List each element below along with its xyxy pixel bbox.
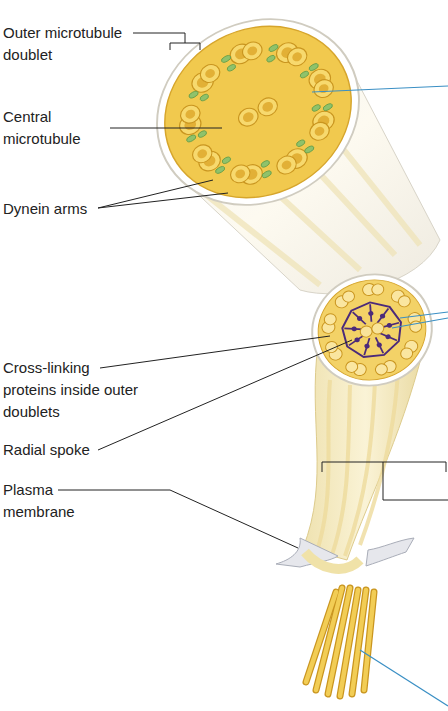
dynein-arm [221, 156, 231, 165]
basal-rods [306, 588, 374, 696]
leader-lines-right [312, 86, 448, 706]
dynein-arm [199, 93, 209, 102]
dynein-arm [186, 134, 197, 143]
spoke-head [354, 337, 360, 343]
label-outer-doublet: Outer microtubule doublet [3, 22, 133, 66]
microtubule [284, 45, 310, 70]
basal-edge [305, 552, 360, 569]
upper-cross-section [124, 0, 392, 240]
spoke-head [364, 343, 370, 349]
microtubule [274, 153, 300, 178]
dynein-arm [188, 90, 199, 99]
segment-bracket [322, 462, 448, 500]
spoke-head [385, 334, 391, 340]
dynein-arm [299, 70, 309, 79]
microtubule [197, 61, 223, 86]
label-central-microtubule: Central microtubule [3, 106, 113, 150]
spoke-head [351, 326, 357, 332]
microtubule [311, 76, 337, 101]
microtubule [323, 312, 337, 326]
radial-spoke [376, 337, 384, 354]
microtubule [371, 283, 385, 297]
label-radial-spoke: Radial spoke [3, 439, 133, 461]
microtubule-lumen [313, 125, 326, 137]
microtubule-lumen [204, 67, 217, 79]
radial-spoke [374, 308, 391, 323]
dynein-arm [214, 165, 225, 174]
spoke-head [376, 342, 382, 348]
dynein-arm [268, 43, 279, 52]
microtubule [227, 162, 253, 187]
plasma-membrane [366, 538, 414, 566]
microtubule-lumen [317, 82, 330, 94]
dynein-arm [311, 104, 321, 113]
lower-cross-section [300, 261, 444, 399]
cross-linking-protein [338, 296, 408, 363]
dynein-arm [226, 63, 236, 72]
microtubule [374, 362, 388, 376]
radial-spoke [353, 310, 366, 327]
radial-spoke [367, 304, 375, 321]
microtubule-lumen [196, 148, 209, 160]
microtubule-lumen [184, 108, 197, 120]
microtubule-lumen [246, 45, 259, 57]
dynein-arm [296, 139, 306, 148]
microtubule-lumen [291, 51, 304, 63]
dynein-arm [260, 160, 270, 169]
microtubule [239, 39, 265, 64]
microtubule [409, 320, 423, 334]
dynein-arm [322, 103, 333, 112]
microtubule [399, 347, 413, 361]
microtubule [177, 102, 203, 127]
label-dynein-arms: Dynein arms [3, 198, 123, 220]
microtubule-lumen [280, 159, 293, 171]
dynein-arm [197, 130, 207, 139]
radial-spoke [360, 338, 373, 355]
microtubule [189, 142, 215, 167]
dynein-arm [266, 54, 276, 63]
leader-lines [58, 33, 352, 548]
internal-rods [318, 370, 398, 556]
microtubule [397, 294, 411, 308]
microtubule [341, 290, 355, 304]
microtubule [344, 360, 358, 374]
spoke-head [386, 322, 392, 328]
dynein-arm [304, 145, 315, 154]
dynein-arm [261, 170, 272, 179]
label-plasma-membrane: Plasma membrane [3, 479, 88, 523]
microtubule-lumen [234, 168, 247, 180]
spoke-head [368, 310, 374, 316]
spoke-head [379, 313, 385, 319]
dynein-arm [220, 54, 231, 63]
spoke-head [356, 315, 362, 321]
microtubule [307, 119, 333, 144]
label-cross-linking: Cross-linking proteins inside outer doub… [3, 357, 143, 423]
dynein-arm [308, 62, 319, 71]
